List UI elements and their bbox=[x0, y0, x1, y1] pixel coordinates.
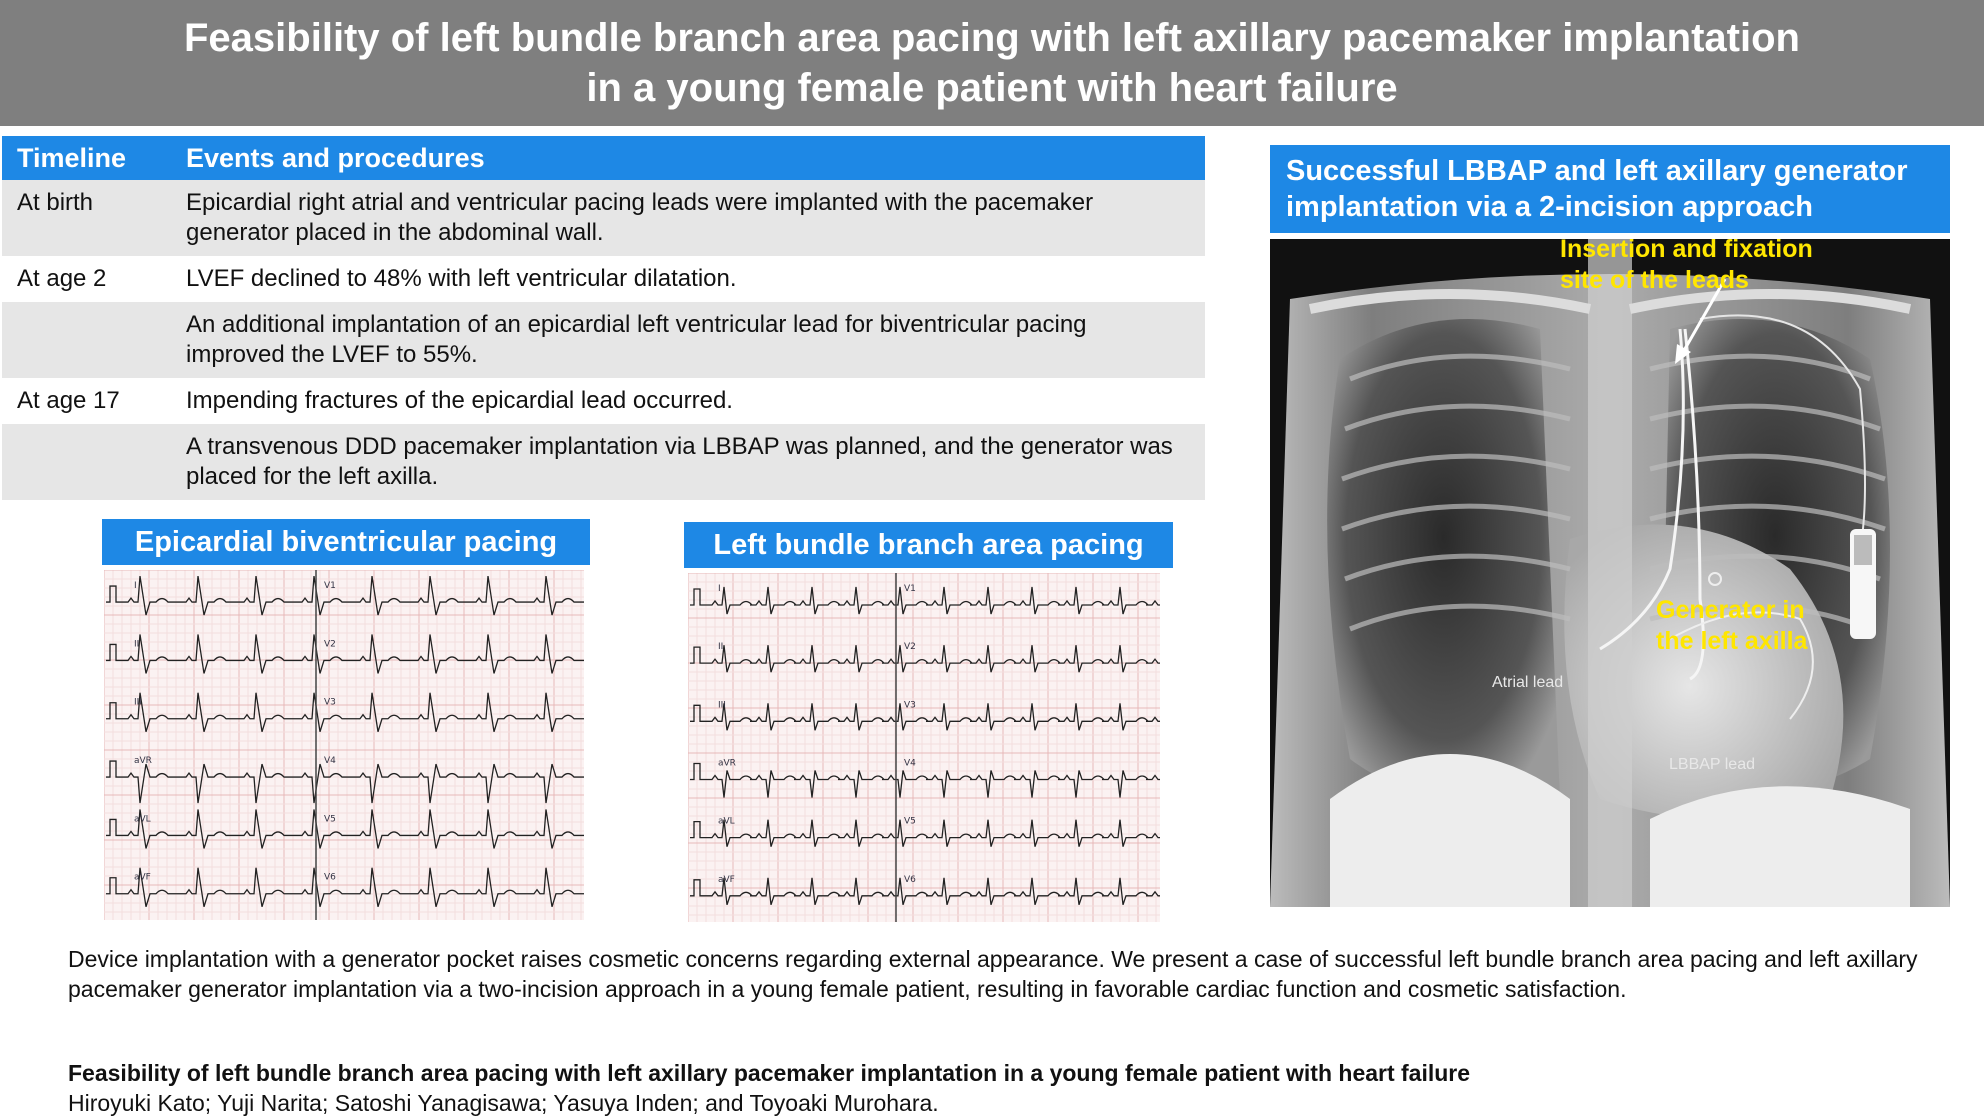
label-lbbap-lead: LBBAP lead bbox=[1669, 756, 1755, 773]
label-generator-line-2: the left axilla bbox=[1656, 627, 1808, 655]
title-line-2: in a young female patient with heart fai… bbox=[586, 66, 1398, 110]
ecg-lead-label: III bbox=[718, 700, 726, 710]
ecg-trace bbox=[106, 692, 584, 732]
ecg-lead-label: V1 bbox=[324, 581, 336, 591]
timeline-event: An additional implantation of an epicard… bbox=[186, 311, 1087, 368]
ecg-lead-label: aVL bbox=[718, 817, 735, 827]
ecg-trace bbox=[106, 809, 584, 849]
ecg-lead-label: aVF bbox=[134, 873, 151, 883]
ecg-left-title: Epicardial biventricular pacing bbox=[102, 519, 590, 565]
ecg-trace bbox=[106, 634, 584, 674]
reference-title: Feasibility of left bundle branch area p… bbox=[68, 1060, 1471, 1086]
abstract-text: Device implantation with a generator poc… bbox=[68, 946, 1918, 1002]
title-banner: Feasibility of left bundle branch area p… bbox=[0, 0, 1984, 126]
ecg-lead-label: III bbox=[134, 698, 142, 708]
ecg-lead-label: I bbox=[134, 581, 137, 591]
timeline-row: At age 17 Impending fractures of the epi… bbox=[2, 378, 1205, 424]
ecg-trace bbox=[106, 867, 584, 907]
xray-title-line-1: Successful LBBAP and left axillary gener… bbox=[1286, 155, 1908, 187]
ecg-lead-label: I bbox=[718, 584, 721, 594]
chest-xray-drawing bbox=[1270, 239, 1950, 907]
timeline-time bbox=[2, 432, 186, 492]
timeline-event: Epicardial right atrial and ventricular … bbox=[186, 189, 1094, 246]
ecg-trace bbox=[690, 762, 1160, 798]
timeline-row: At age 2 LVEF declined to 48% with left … bbox=[2, 256, 1205, 302]
label-insertion-line-1: Insertion and fixation bbox=[1560, 239, 1813, 263]
ecg-trace bbox=[690, 645, 1160, 673]
ecg-lead-label: V3 bbox=[904, 700, 916, 710]
label-insertion-site: Insertion and fixation site of the leads bbox=[1560, 239, 1813, 296]
timeline-event: LVEF declined to 48% with left ventricul… bbox=[186, 265, 737, 292]
timeline-row: A transvenous DDD pacemaker implantation… bbox=[2, 424, 1205, 500]
timeline-header-col1: Timeline bbox=[17, 142, 127, 173]
ecg-trace bbox=[690, 877, 1160, 906]
ecg-lead-label: II bbox=[718, 642, 723, 652]
ecg-lead-label: V5 bbox=[324, 814, 336, 824]
ecg-right-title: Left bundle branch area pacing bbox=[684, 522, 1173, 568]
ecg-lead-label: V6 bbox=[904, 875, 916, 885]
ecg-lead-label: aVL bbox=[134, 814, 151, 824]
title-line-1: Feasibility of left bundle branch area p… bbox=[184, 16, 1800, 60]
chest-xray-image: Insertion and fixation site of the leads… bbox=[1270, 239, 1950, 907]
ecg-lead-label: V2 bbox=[324, 639, 336, 649]
timeline-time: At birth bbox=[17, 189, 94, 216]
ecg-lead-label: aVF bbox=[718, 875, 735, 885]
ecg-trace bbox=[690, 819, 1160, 847]
label-generator-line-1: Generator in bbox=[1656, 596, 1805, 624]
timeline-time: At age 2 bbox=[17, 265, 107, 292]
ecg-trace bbox=[106, 575, 584, 616]
xray-title-line-2: implantation via a 2-incision approach bbox=[1286, 191, 1813, 223]
ecg-lead-label: V1 bbox=[904, 584, 916, 594]
ecg-lead-label: V6 bbox=[324, 873, 336, 883]
ecg-lead-label: V3 bbox=[324, 698, 336, 708]
timeline-header: Timeline Events and procedures bbox=[2, 136, 1205, 180]
timeline-time: At age 17 bbox=[17, 387, 120, 414]
label-generator: Generator in the left axilla bbox=[1656, 595, 1807, 657]
xray-title: Successful LBBAP and left axillary gener… bbox=[1270, 145, 1950, 233]
ecg-trace bbox=[690, 586, 1160, 615]
ecg-trace bbox=[106, 760, 584, 804]
ecg-lead-label: V4 bbox=[904, 759, 916, 769]
label-insertion-line-2: site of the leads bbox=[1560, 266, 1749, 294]
timeline-time bbox=[2, 310, 186, 370]
label-atrial-lead: Atrial lead bbox=[1492, 674, 1564, 691]
ecg-lead-label: II bbox=[134, 639, 139, 649]
reference-authors: Hiroyuki Kato; Yuji Narita; Satoshi Yana… bbox=[68, 1090, 939, 1116]
timeline-event: Impending fractures of the epicardial le… bbox=[186, 387, 733, 414]
timeline-table: Timeline Events and procedures At birth … bbox=[2, 136, 1205, 500]
ecg-lead-label: aVR bbox=[134, 756, 152, 766]
ecg-lead-label: V4 bbox=[324, 756, 336, 766]
ecg-lead-label: aVR bbox=[718, 759, 736, 769]
ecg-lead-label: V5 bbox=[904, 817, 916, 827]
ecg-lead-label: V2 bbox=[904, 642, 916, 652]
timeline-event: A transvenous DDD pacemaker implantation… bbox=[186, 433, 1173, 490]
timeline-row: At birth Epicardial right atrial and ven… bbox=[2, 180, 1205, 256]
ecg-trace bbox=[690, 703, 1160, 731]
timeline-row: An additional implantation of an epicard… bbox=[2, 302, 1205, 378]
timeline-header-col2: Events and procedures bbox=[186, 142, 485, 173]
